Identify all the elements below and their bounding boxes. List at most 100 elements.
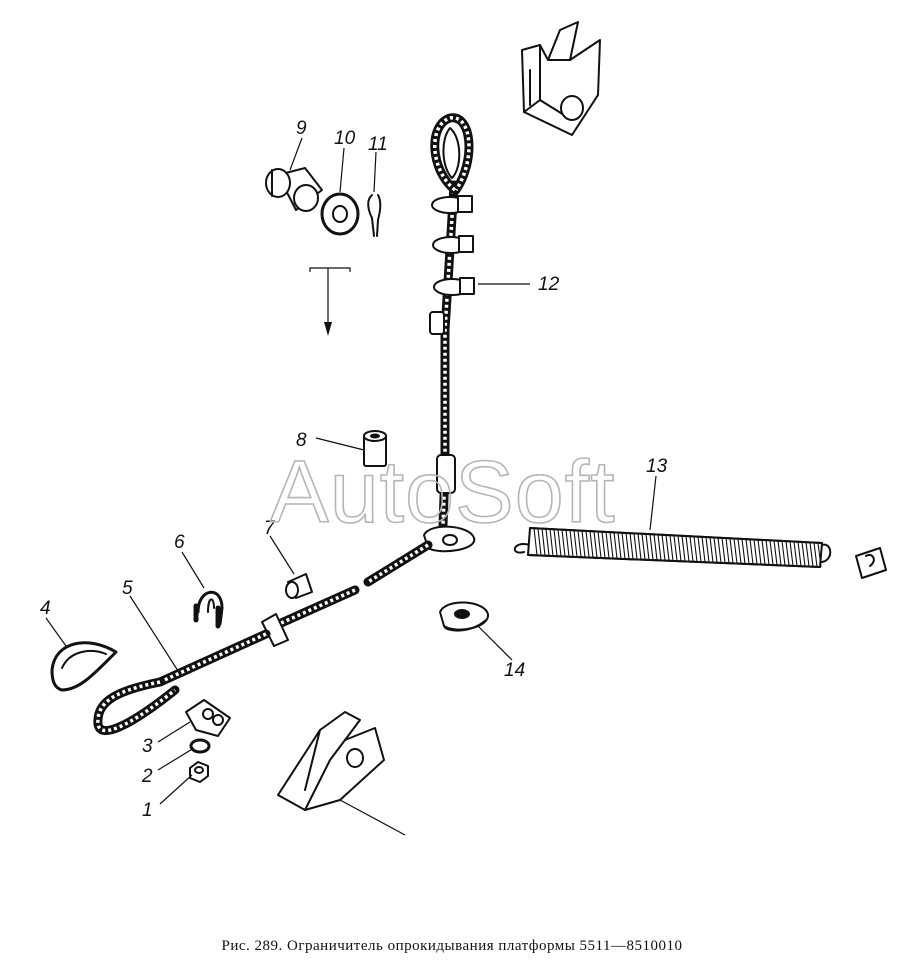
spring-coil: [585, 530, 590, 558]
spring-coil: [561, 529, 566, 557]
spring-coil: [621, 532, 626, 559]
spring-coil: [729, 538, 734, 564]
spring-coil: [577, 530, 582, 558]
spring-coil: [593, 531, 598, 558]
spring-coil: [669, 535, 674, 561]
spring-coil: [789, 541, 794, 566]
spring-coil: [677, 535, 682, 562]
spring-coil: [617, 532, 622, 559]
u-bolt-6: [193, 590, 224, 629]
vertical-rope: [429, 113, 475, 530]
callout-2: 2: [141, 766, 153, 787]
spring-coil: [765, 540, 770, 565]
spring-coil: [589, 531, 594, 558]
spring-coil: [749, 539, 754, 565]
spring-coil: [745, 539, 750, 564]
spring-coil: [805, 542, 810, 567]
spring-coil: [553, 529, 558, 557]
spring-coil: [665, 534, 670, 561]
spring-coil: [781, 540, 786, 566]
spring-coil: [685, 535, 690, 562]
callout-4: 4: [40, 598, 51, 619]
spring-coil: [809, 542, 814, 567]
assembly-arrow: [309, 267, 351, 336]
callout-6: 6: [174, 532, 185, 553]
spring-coil: [545, 528, 550, 556]
spring-coil: [633, 533, 638, 560]
spring-coil: [645, 533, 650, 560]
spring-coil: [613, 532, 618, 559]
callout-13: 13: [646, 456, 668, 477]
bushing-8: [363, 430, 387, 467]
spring-coil: [697, 536, 702, 562]
spring-coil: [533, 528, 538, 556]
sleeve-7: [285, 573, 313, 599]
spring-coil: [721, 537, 726, 563]
spring-coil: [541, 528, 546, 556]
pin-9: [265, 167, 323, 212]
spring-coil: [673, 535, 678, 561]
lower-bracket: [277, 711, 406, 836]
spring-coil: [757, 539, 762, 565]
spring-coil: [641, 533, 646, 560]
spring-coil: [597, 531, 602, 558]
callout-3: 3: [142, 736, 153, 757]
figure-caption: Рис. 289. Ограничитель опрокидывания пла…: [221, 938, 683, 954]
spring-coil: [705, 536, 710, 563]
spring-coil: [793, 541, 798, 566]
spring-coil: [565, 529, 570, 557]
spring-coil: [549, 528, 554, 556]
cotter-pin-11: [367, 194, 382, 237]
spring-coil: [701, 536, 706, 563]
spring-coil: [537, 528, 542, 556]
callout-14: 14: [504, 660, 525, 681]
spring-coil: [801, 541, 806, 567]
spring-coil: [581, 530, 586, 558]
spring-coil: [797, 541, 802, 567]
eye-plate-14: [439, 601, 489, 632]
washer-2: [189, 738, 211, 754]
spring-coil: [753, 539, 758, 565]
spring-coil: [773, 540, 778, 566]
callout-11: 11: [368, 134, 388, 155]
center-plate: [423, 525, 476, 553]
callout-7: 7: [264, 518, 276, 539]
spring-coil: [649, 534, 654, 560]
nut-1: [189, 761, 209, 783]
spring-coil: [609, 532, 614, 559]
callout-10: 10: [334, 128, 356, 149]
watermark: AutoSoft: [270, 442, 616, 541]
callout-5: 5: [122, 578, 133, 599]
rope-clamps: [431, 195, 475, 296]
spring-coil: [637, 533, 642, 560]
spring-coil: [601, 531, 606, 559]
spring-coil: [629, 533, 634, 560]
spring-coil: [741, 538, 746, 564]
callout-numbers: 1 2 3 4 5 6 7 8 9 10 11 12 13 14: [40, 118, 668, 821]
upper-bracket: [521, 21, 601, 136]
spring-coil: [713, 537, 718, 563]
callout-1: 1: [142, 800, 153, 821]
spring-coil: [725, 538, 730, 564]
callout-8: 8: [296, 430, 307, 451]
spring-coil: [737, 538, 742, 564]
spring-coil: [557, 529, 562, 557]
spring-13: [514, 527, 832, 568]
spring-coil: [777, 540, 782, 566]
spring-coil: [813, 542, 818, 567]
spring-coil: [769, 540, 774, 565]
washer-10: [320, 192, 360, 236]
spring-coil: [569, 529, 574, 557]
spring-coil: [717, 537, 722, 563]
spring-coil: [605, 531, 610, 559]
spring-coil: [681, 535, 686, 562]
spring-coil: [817, 542, 822, 567]
spring-coil: [761, 539, 766, 565]
clamp-3: [185, 699, 231, 737]
spring-coil: [573, 530, 578, 557]
spring-coil: [689, 536, 694, 562]
spring-coil: [693, 536, 698, 562]
spring-coil: [661, 534, 666, 561]
